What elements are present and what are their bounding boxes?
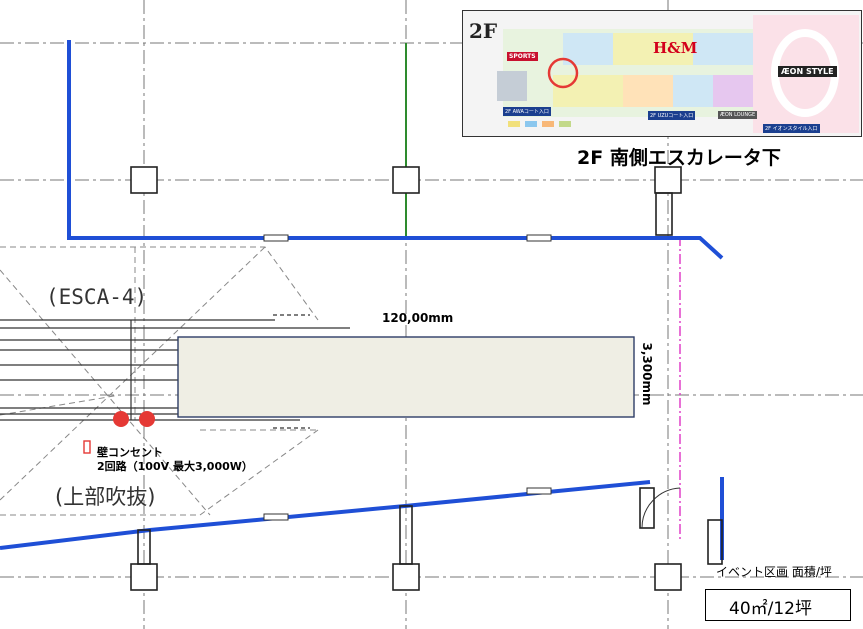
escalator-label: (ESCA-4): [46, 285, 148, 309]
outlet-marker: [139, 411, 155, 427]
event-area-title: イベント区画 面積/坪: [716, 565, 832, 579]
columns: [130, 166, 723, 591]
minimap-court-left: 2F AWAコート入口: [503, 107, 551, 116]
minimap-sports-logo: SPORTS: [507, 52, 538, 61]
minimap-aeon-logo: ÆON STYLE: [778, 66, 837, 77]
minimap-right-entrance: 2F イオンスタイル入口: [763, 124, 820, 133]
void-above-label: (上部吹抜): [55, 485, 156, 509]
minimap-court-mid: 2F UZUコート入口: [648, 111, 696, 120]
minimap-floor-label: 2F: [469, 19, 498, 43]
void-hatch: [0, 246, 319, 516]
event-area-box: [705, 589, 851, 621]
floor-minimap: 2F H&M SPORTS ÆON STYLE 2F AWAコート入口 2F U…: [462, 10, 862, 137]
wall-ticks: [263, 234, 552, 521]
event-area-value: 40㎡/12坪: [729, 599, 812, 619]
minimap-hm-logo: H&M: [653, 39, 698, 57]
outlet-indicator: [83, 440, 91, 454]
door-swing: [641, 487, 681, 529]
outlet-detail: 2回路（100V 最大3,000W）: [97, 460, 253, 473]
minimap-lounge: ÆON LOUNGE: [718, 111, 758, 119]
outlet-marker: [113, 411, 129, 427]
width-dimension: 120,00mm: [382, 311, 454, 325]
height-dimension: 3,300mm: [640, 342, 654, 406]
event-space-rect: [177, 336, 635, 418]
outlet-title: 壁コンセント: [97, 446, 163, 459]
plan-caption: 2F 南側エスカレータ下: [577, 147, 781, 169]
